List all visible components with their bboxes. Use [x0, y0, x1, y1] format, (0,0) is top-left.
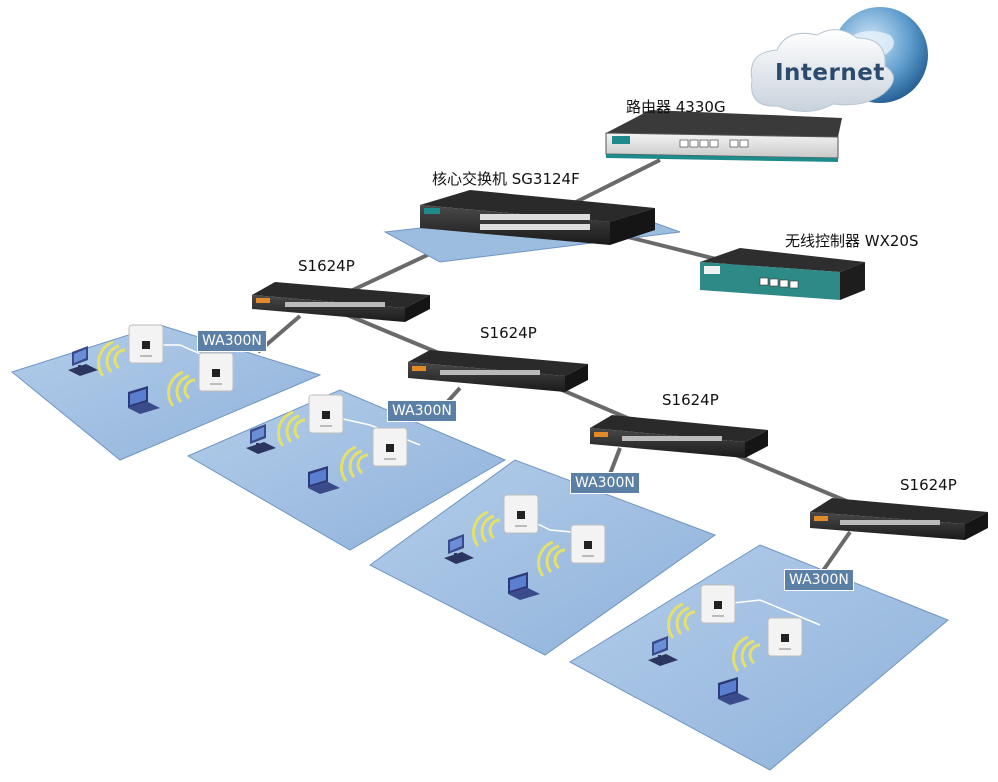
internet-icon — [750, 7, 928, 130]
floor-4 — [569, 544, 949, 771]
ap-tag-3: WA300N — [570, 472, 640, 494]
wireless-controller-label: 无线控制器 WX20S — [785, 232, 919, 250]
access-switch-2-label: S1624P — [480, 324, 537, 342]
ap-tag-4: WA300N — [784, 569, 854, 591]
access-switch-2-device — [408, 350, 588, 392]
core-switch-label: 核心交换机 SG3124F — [432, 170, 580, 188]
access-switch-4-device — [810, 498, 988, 540]
access-switch-1-device — [252, 282, 430, 322]
ap-tag-2: WA300N — [387, 400, 457, 422]
internet-label: Internet — [775, 60, 885, 86]
floor-2 — [186, 389, 507, 551]
router-label: 路由器 4330G — [626, 98, 726, 116]
floor-3 — [369, 459, 717, 656]
router-device — [605, 110, 842, 162]
access-switch-3-label: S1624P — [662, 391, 719, 409]
floor-1 — [10, 324, 322, 461]
ap-tag-1: WA300N — [197, 330, 267, 352]
access-switch-4-label: S1624P — [900, 476, 957, 494]
access-switch-1-label: S1624P — [298, 257, 355, 275]
access-switch-3-device — [590, 415, 768, 458]
core-switch-device — [420, 190, 655, 245]
wireless-controller-device — [700, 248, 865, 300]
